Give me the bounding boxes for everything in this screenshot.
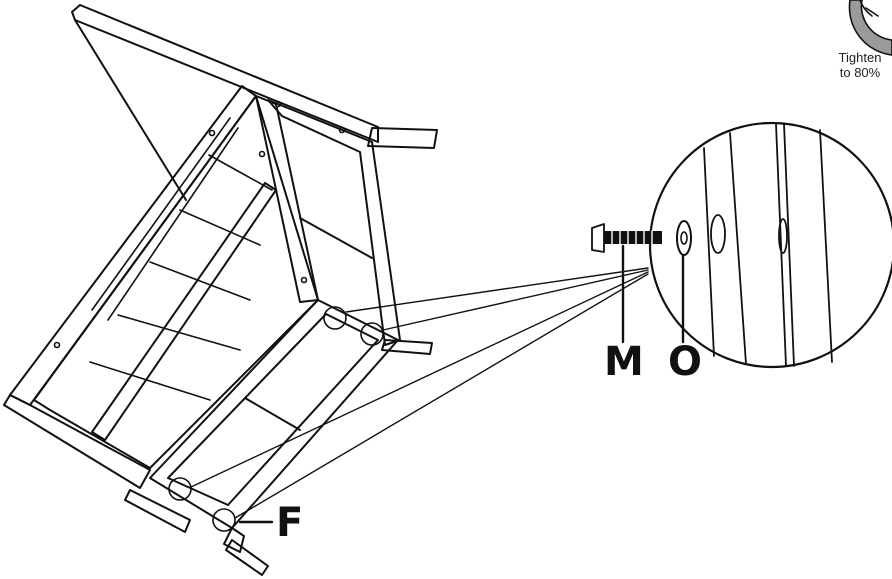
front-leg-foot (225, 539, 269, 576)
torque-note-line1: Tighten (838, 50, 882, 65)
washer-icon (676, 220, 692, 256)
chair-drawing (3, 4, 438, 576)
cross-brace-upper (299, 217, 373, 259)
front-apron (3, 394, 151, 489)
seat-frame-inner (167, 313, 379, 506)
torque-gauge-icon (848, 0, 892, 56)
screw-holes (53, 100, 346, 349)
back-panel (33, 95, 319, 469)
front-leg-end (223, 527, 245, 553)
front-apron-lower (124, 489, 191, 533)
back-leg-right (267, 99, 401, 346)
leader-lines (190, 267, 649, 519)
back-brace (74, 19, 187, 201)
callout-bracket: F (276, 500, 304, 546)
callout-washer: O (668, 339, 703, 385)
center-stretcher (91, 182, 277, 441)
bracket-marks (168, 306, 384, 532)
bolt-icon (591, 223, 662, 253)
cross-brace-lower (244, 397, 301, 431)
leg-foot-upper (381, 339, 433, 355)
torque-note-line2: to 80% (839, 65, 881, 80)
torque-note: Tighten to 80% (820, 50, 892, 80)
back-slats (89, 117, 273, 401)
callout-bolt: M (604, 339, 644, 385)
magnifier-circle-icon (648, 121, 892, 369)
chair-top-rail (71, 4, 379, 143)
